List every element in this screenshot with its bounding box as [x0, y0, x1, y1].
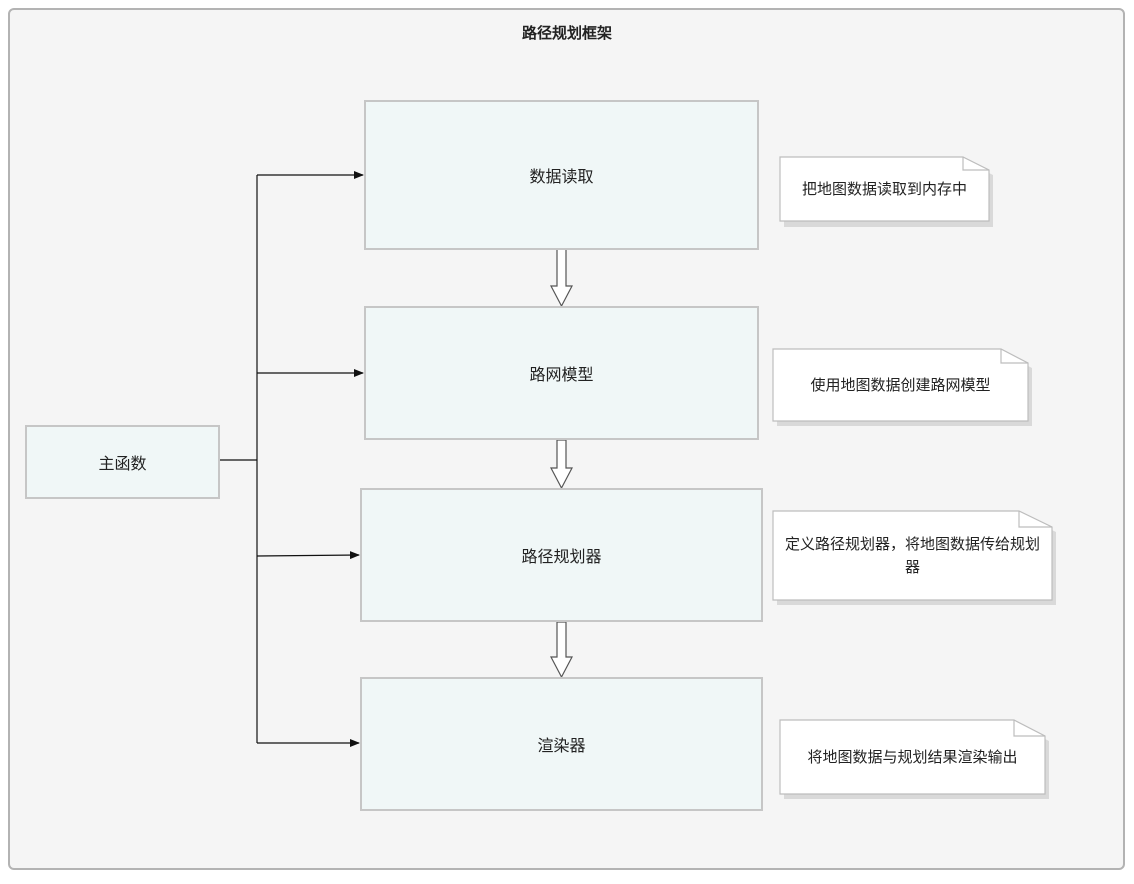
module-label: 数据读取: [529, 167, 594, 186]
module-label: 路径规划器: [521, 547, 602, 566]
note-text-3: 定义路径规划器，将地图数据传给规划器: [784, 535, 1040, 576]
branch-arrow-path-planner: [256, 551, 360, 560]
note-text-1: 把地图数据读取到内存中: [801, 179, 967, 198]
main-function-label: 主函数: [98, 454, 147, 473]
module-box-path-planner[interactable]: 路径规划器: [360, 488, 763, 622]
main-function-box[interactable]: 主函数: [25, 425, 220, 499]
module-label: 渲染器: [537, 736, 586, 755]
module-box-renderer[interactable]: 渲染器: [360, 677, 763, 811]
note-shape-4: [779, 719, 1049, 799]
module-box-road-network[interactable]: 路网模型: [364, 306, 759, 440]
module-label: 路网模型: [529, 365, 594, 384]
flow-arrow-1: [550, 248, 573, 308]
diagram-title: 路径规划框架: [521, 24, 612, 42]
note-text-4: 将地图数据与规划结果渲染输出: [807, 747, 1018, 766]
note-text-2: 使用地图数据创建路网模型: [810, 375, 991, 394]
flow-arrow-2: [550, 439, 573, 490]
note-shape-2: [772, 348, 1032, 426]
module-box-data-reader[interactable]: 数据读取: [364, 100, 759, 250]
flow-arrow-3: [550, 621, 573, 679]
note-shape-1: [779, 156, 993, 227]
note-shape-3: [772, 510, 1056, 605]
